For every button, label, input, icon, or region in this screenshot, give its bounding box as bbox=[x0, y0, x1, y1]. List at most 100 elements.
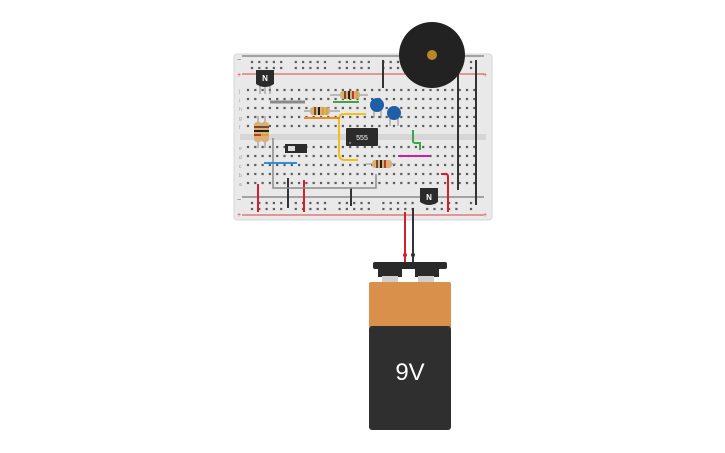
breadboard-hole[interactable] bbox=[246, 181, 250, 185]
piezo-buzzer-icon[interactable] bbox=[399, 22, 465, 88]
breadboard-hole[interactable] bbox=[283, 145, 286, 149]
capacitor-2[interactable] bbox=[387, 106, 401, 126]
breadboard-hole[interactable] bbox=[254, 106, 257, 110]
breadboard-hole[interactable] bbox=[298, 115, 301, 119]
breadboard-hole[interactable] bbox=[305, 154, 308, 158]
rail-hole[interactable] bbox=[316, 66, 319, 70]
rail-hole[interactable] bbox=[389, 201, 392, 205]
breadboard-hole[interactable] bbox=[290, 115, 293, 119]
breadboard-hole[interactable] bbox=[363, 97, 366, 101]
breadboard-hole[interactable] bbox=[392, 88, 396, 92]
breadboard-hole[interactable] bbox=[298, 154, 301, 158]
breadboard-hole[interactable] bbox=[327, 163, 330, 167]
breadboard-hole[interactable] bbox=[334, 88, 337, 92]
breadboard-hole[interactable] bbox=[268, 181, 271, 185]
breadboard-hole[interactable] bbox=[283, 172, 286, 176]
rail-hole[interactable] bbox=[448, 207, 451, 211]
rail-hole[interactable] bbox=[323, 66, 327, 70]
breadboard-hole[interactable] bbox=[378, 172, 381, 176]
rail-hole[interactable] bbox=[367, 66, 370, 70]
breadboard-hole[interactable] bbox=[254, 88, 257, 92]
breadboard-hole[interactable] bbox=[429, 163, 432, 167]
breadboard-hole[interactable] bbox=[465, 124, 469, 128]
breadboard-hole[interactable] bbox=[334, 124, 337, 128]
breadboard-hole[interactable] bbox=[473, 145, 476, 149]
breadboard-hole[interactable] bbox=[327, 124, 330, 128]
rail-hole[interactable] bbox=[469, 60, 473, 64]
breadboard-hole[interactable] bbox=[378, 154, 381, 158]
breadboard-hole[interactable] bbox=[283, 106, 286, 110]
rail-hole[interactable] bbox=[389, 60, 392, 64]
breadboard-hole[interactable] bbox=[371, 172, 374, 176]
breadboard-hole[interactable] bbox=[341, 88, 344, 92]
breadboard-hole[interactable] bbox=[349, 124, 352, 128]
breadboard-hole[interactable] bbox=[422, 97, 425, 101]
breadboard-hole[interactable] bbox=[385, 115, 388, 119]
battery-9v-icon[interactable]: 9V bbox=[369, 262, 451, 430]
breadboard-hole[interactable] bbox=[444, 115, 447, 119]
breadboard-hole[interactable] bbox=[436, 106, 439, 110]
rail-hole[interactable] bbox=[353, 201, 356, 205]
breadboard-hole[interactable] bbox=[458, 106, 461, 110]
breadboard-hole[interactable] bbox=[451, 181, 454, 185]
rail-hole[interactable] bbox=[433, 207, 436, 211]
breadboard-hole[interactable] bbox=[400, 145, 403, 149]
resistor-mid[interactable] bbox=[304, 107, 340, 115]
rail-hole[interactable] bbox=[280, 66, 283, 70]
breadboard-hole[interactable] bbox=[356, 88, 359, 92]
breadboard-hole[interactable] bbox=[363, 181, 366, 185]
breadboard-hole[interactable] bbox=[451, 145, 454, 149]
breadboard-hole[interactable] bbox=[429, 106, 432, 110]
breadboard-hole[interactable] bbox=[429, 88, 432, 92]
breadboard-hole[interactable] bbox=[422, 172, 425, 176]
breadboard-hole[interactable] bbox=[276, 88, 279, 92]
rail-hole[interactable] bbox=[294, 66, 297, 70]
breadboard-hole[interactable] bbox=[436, 154, 439, 158]
breadboard-hole[interactable] bbox=[254, 145, 257, 149]
breadboard-hole[interactable] bbox=[261, 115, 264, 119]
breadboard-hole[interactable] bbox=[458, 145, 461, 149]
rail-hole[interactable] bbox=[353, 66, 356, 70]
breadboard-hole[interactable] bbox=[349, 88, 352, 92]
breadboard-hole[interactable] bbox=[356, 124, 359, 128]
rail-hole[interactable] bbox=[404, 207, 407, 211]
breadboard-hole[interactable] bbox=[400, 115, 403, 119]
rail-hole[interactable] bbox=[353, 207, 356, 211]
breadboard-hole[interactable] bbox=[319, 154, 323, 158]
breadboard-hole[interactable] bbox=[261, 172, 264, 176]
breadboard-hole[interactable] bbox=[422, 163, 425, 167]
rail-hole[interactable] bbox=[272, 201, 275, 205]
breadboard-hole[interactable] bbox=[385, 181, 388, 185]
rail-hole[interactable] bbox=[258, 66, 261, 70]
breadboard-hole[interactable] bbox=[356, 115, 359, 119]
breadboard-hole[interactable] bbox=[246, 154, 250, 158]
breadboard-hole[interactable] bbox=[458, 88, 461, 92]
breadboard-hole[interactable] bbox=[334, 145, 337, 149]
wire-red-bottom-right[interactable] bbox=[441, 173, 449, 212]
breadboard-hole[interactable] bbox=[465, 163, 469, 167]
rail-hole[interactable] bbox=[294, 60, 297, 64]
breadboard-hole[interactable] bbox=[422, 88, 425, 92]
rail-hole[interactable] bbox=[455, 201, 458, 205]
breadboard-hole[interactable] bbox=[254, 172, 257, 176]
breadboard-hole[interactable] bbox=[261, 106, 264, 110]
breadboard-hole[interactable] bbox=[392, 145, 396, 149]
breadboard-hole[interactable] bbox=[298, 181, 301, 185]
slide-switch-icon[interactable] bbox=[285, 144, 307, 153]
breadboard-hole[interactable] bbox=[349, 154, 352, 158]
breadboard-hole[interactable] bbox=[473, 172, 476, 176]
breadboard-hole[interactable] bbox=[407, 163, 410, 167]
rail-hole[interactable] bbox=[250, 60, 254, 64]
rail-hole[interactable] bbox=[469, 201, 473, 205]
breadboard-hole[interactable] bbox=[473, 154, 476, 158]
breadboard-hole[interactable] bbox=[305, 97, 308, 101]
breadboard-hole[interactable] bbox=[436, 163, 439, 167]
wires[interactable] bbox=[257, 60, 477, 212]
slide-switch-knob[interactable] bbox=[288, 146, 295, 151]
breadboard-hole[interactable] bbox=[392, 97, 396, 101]
breadboard-hole[interactable] bbox=[261, 154, 264, 158]
breadboard-hole[interactable] bbox=[290, 181, 293, 185]
breadboard-hole[interactable] bbox=[451, 88, 454, 92]
breadboard-hole[interactable] bbox=[363, 88, 366, 92]
rail-hole[interactable] bbox=[353, 60, 356, 64]
